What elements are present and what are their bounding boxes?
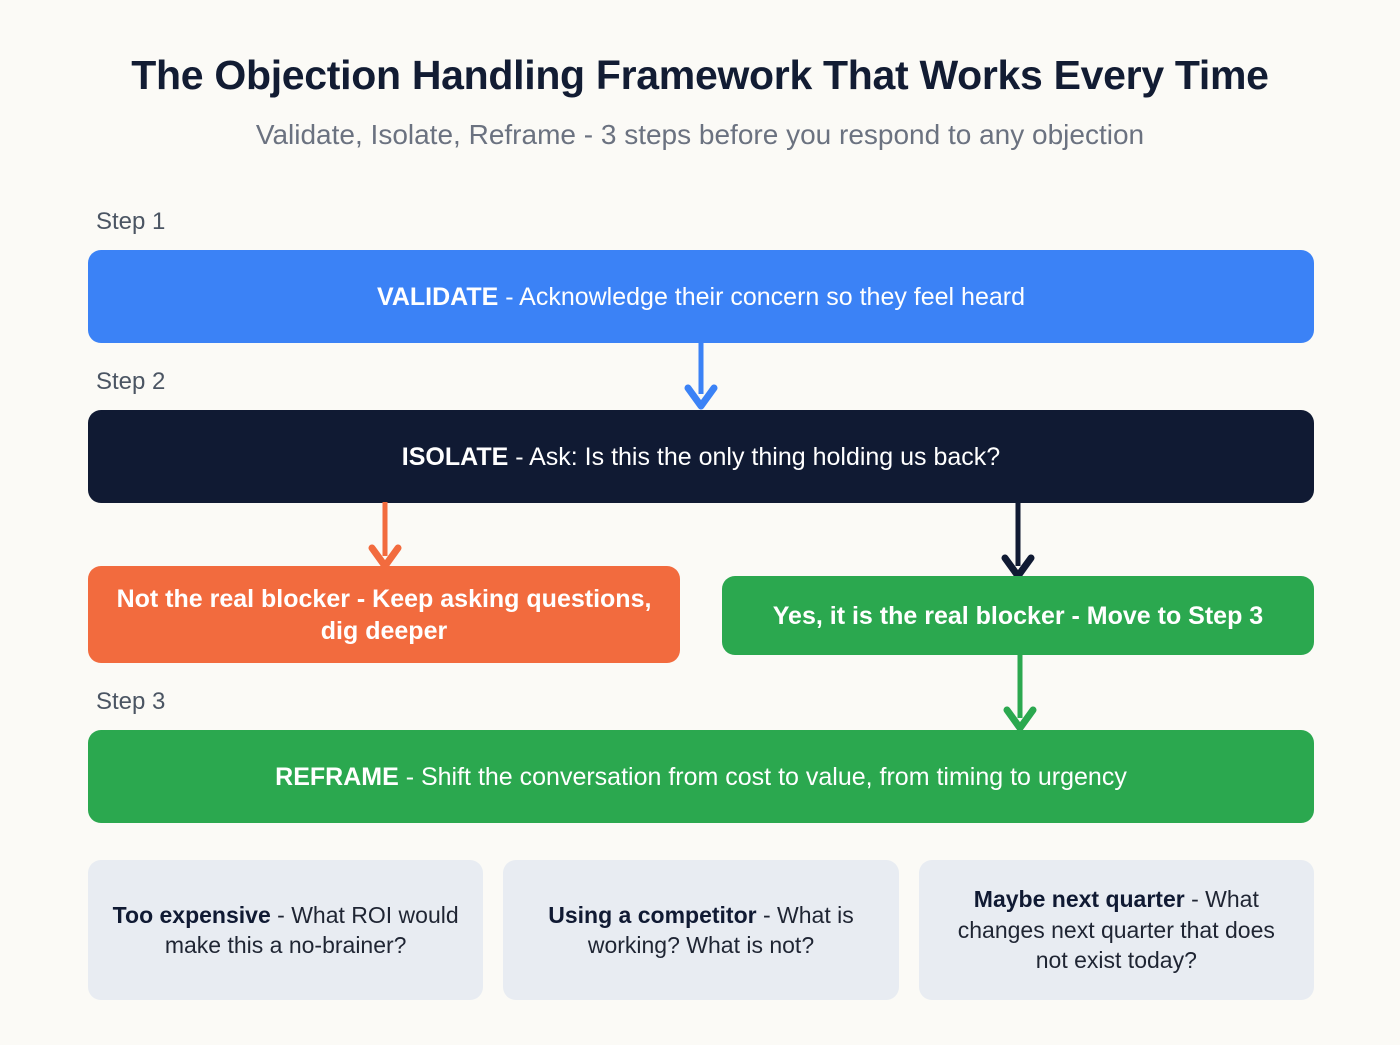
objection-card-text: Too expensive - What ROI would make this…: [110, 900, 461, 961]
step-1-lead: VALIDATE: [377, 282, 499, 311]
step-3-lead: REFRAME: [275, 762, 399, 791]
step-2-isolate-bar: ISOLATE - Ask: Is this the only thing ho…: [88, 410, 1314, 503]
arrow-validate-to-isolate-icon: [684, 342, 718, 410]
objection-card-text: Using a competitor - What is working? Wh…: [525, 900, 876, 961]
objection-rest: What changes next quarter that does not …: [957, 886, 1275, 974]
objection-lead: Using a competitor: [548, 901, 757, 928]
step-1-label: Step 1: [96, 208, 166, 235]
arrow-yes-to-reframe-icon: [1003, 654, 1037, 732]
step-1-text: VALIDATE - Acknowledge their concern so …: [377, 281, 1025, 313]
branch-real-blocker-text: Yes, it is the real blocker - Move to St…: [772, 601, 1264, 630]
step-3-label: Step 3: [96, 688, 166, 715]
step-1-rest: Acknowledge their concern so they feel h…: [519, 282, 1025, 311]
arrow-isolate-to-yes-icon: [1001, 502, 1035, 580]
branch-real-blocker-box: Yes, it is the real blocker - Move to St…: [722, 576, 1314, 655]
objection-separator: -: [756, 901, 778, 928]
step-2-label: Step 2: [96, 368, 166, 395]
step-3-separator: -: [398, 762, 421, 791]
objection-card-maybe-next-quarter: Maybe next quarter - What changes next q…: [918, 860, 1314, 1000]
objection-cards-row: Too expensive - What ROI would make this…: [88, 860, 1314, 1000]
step-2-rest: Ask: Is this the only thing holding us b…: [529, 442, 1001, 471]
step-3-reframe-bar: REFRAME - Shift the conversation from co…: [88, 730, 1314, 823]
step-2-separator: -: [508, 442, 530, 471]
branch-not-real-blocker-box: Not the real blocker - Keep asking quest…: [88, 566, 680, 663]
objection-card-text: Maybe next quarter - What changes next q…: [941, 884, 1292, 975]
step-1-separator: -: [498, 282, 520, 311]
objection-lead: Too expensive: [112, 901, 271, 928]
step-2-text: ISOLATE - Ask: Is this the only thing ho…: [402, 441, 1000, 473]
step-2-lead: ISOLATE: [401, 442, 509, 471]
objection-lead: Maybe next quarter: [973, 886, 1185, 913]
objection-separator: -: [270, 901, 292, 928]
objection-separator: -: [1184, 886, 1206, 913]
branch-not-real-blocker-text: Not the real blocker - Keep asking quest…: [116, 584, 652, 645]
step-1-validate-bar: VALIDATE - Acknowledge their concern so …: [88, 250, 1314, 343]
page-title: The Objection Handling Framework That Wo…: [131, 52, 1269, 98]
objection-card-too-expensive: Too expensive - What ROI would make this…: [88, 860, 484, 1000]
step-3-text: REFRAME - Shift the conversation from co…: [275, 761, 1127, 793]
arrow-isolate-to-no-icon: [368, 502, 402, 570]
objection-card-using-a-competitor: Using a competitor - What is working? Wh…: [503, 860, 899, 1000]
objection-rest: What is working? What is not?: [587, 901, 854, 958]
objection-rest: What ROI would make this a no-brainer?: [164, 901, 459, 958]
page-subtitle: Validate, Isolate, Reframe - 3 steps bef…: [255, 119, 1145, 150]
step-3-rest: Shift the conversation from cost to valu…: [420, 762, 1127, 791]
